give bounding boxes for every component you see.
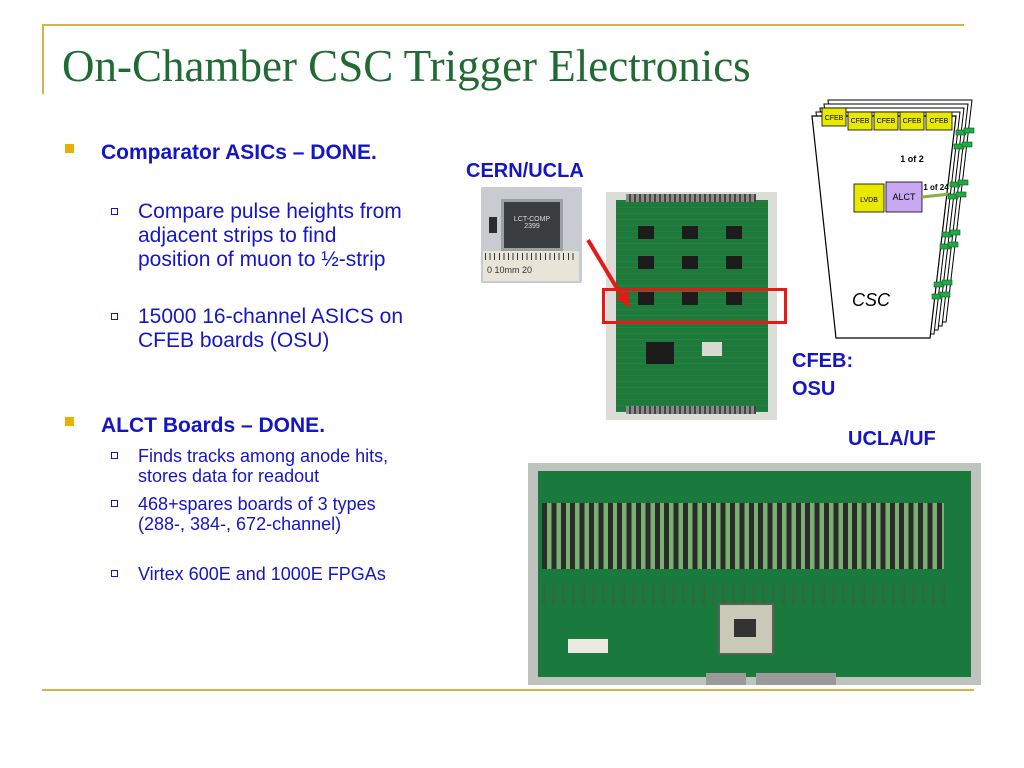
bullet-heading: ALCT Boards – DONE. [101,414,326,437]
alct-cable [921,192,951,199]
highlight-box [602,288,787,324]
cfeb-chip [638,292,654,305]
svg-text:CFEB: CFEB [825,115,844,122]
subbullet-text: 468+spares boards of 3 types (288-, 384-… [138,494,376,534]
subbullet-text: Compare pulse heights from adjacent stri… [138,200,402,271]
cfeb-fpga [646,342,674,364]
svg-text:ALCT: ALCT [892,192,916,202]
cfeb-top-connector [626,194,756,202]
caption-ucla-uf: UCLA/UF [848,428,936,450]
cfeb-box: CFEB [925,111,953,131]
one-of-two-label: 1 of 2 [900,154,924,164]
svg-text:LVDB: LVDB [860,197,878,204]
svg-text:CFEB: CFEB [903,118,922,125]
subbullet-text: Virtex 600E and 1000E FPGAs [138,564,386,584]
cfeb-label [702,342,722,356]
small-component [489,217,497,233]
cfeb-chip [638,256,654,269]
caption-osu: OSU [792,378,836,400]
svg-text:CFEB: CFEB [930,118,949,125]
cfeb-chip [638,226,654,239]
cfeb-chip [726,292,742,305]
subbullet-asics-count: 15000 16-channel ASICS on CFEB boards (O… [111,305,438,353]
subbullet-finds-tracks: Finds tracks among anode hits, stores da… [111,446,428,486]
chip-label-1: LCT-COMP [513,216,551,223]
alct-connector-row [542,503,944,569]
caption-cern-ucla: CERN/UCLA [466,160,584,182]
alct-traces [542,583,952,605]
csc-label: CSC [852,290,891,310]
bullet-marker [65,144,74,153]
ruler-ticks [485,253,577,260]
subbullet-marker [111,570,118,577]
side-connectors [931,127,975,300]
chip-label-2: 2399 [524,223,540,230]
comparator-asic-photo: LCT-COMP 2399 0 10mm 20 [481,187,582,283]
cfeb-board-photo [606,192,777,420]
subbullet-text: Finds tracks among anode hits, stores da… [138,446,389,486]
cfeb-box: CFEB [899,111,925,131]
asic-chip: LCT-COMP 2399 [501,199,563,251]
lvdb-box: LVDB [853,183,885,213]
cfeb-box: CFEB [873,111,899,131]
alct-board-photo [528,463,981,685]
subbullet-marker [111,313,118,320]
alct-bottom-connector [796,673,836,685]
cfeb-chip [726,256,742,269]
bullet-marker [65,417,74,426]
bullet-heading: Comparator ASICs – DONE. [101,141,377,164]
svg-text:CFEB: CFEB [877,118,896,125]
subbullet-marker [111,208,118,215]
alct-bottom-connector [756,673,796,685]
top-rule [42,24,964,26]
cfeb-box: CFEB [821,107,847,127]
alct-label [568,639,608,653]
cfeb-chip [682,256,698,269]
one-of-24-label: 1 of 24 [923,183,949,192]
subbullet-fpgas: Virtex 600E and 1000E FPGAs [111,564,398,584]
caption-cfeb: CFEB: [792,350,854,372]
slide-title: On-Chamber CSC Trigger Electronics [62,41,751,91]
csc-chamber-diagram: CFEB CFEB CFEB CFEB CFEB 1 of 2 LVDB ALC… [811,99,975,339]
subbullet-compare-pulse: Compare pulse heights from adjacent stri… [111,200,413,272]
svg-text:CFEB: CFEB [851,118,870,125]
bottom-rule [42,689,974,691]
alct-fpga [734,619,756,637]
ruler-scale: 0 10mm 20 [487,265,533,275]
cfeb-box: CFEB [847,111,873,131]
subbullet-board-types: 468+spares boards of 3 types (288-, 384-… [111,494,398,534]
subbullet-marker [111,500,118,507]
alct-bottom-connector [706,673,746,685]
subbullet-marker [111,452,118,459]
alct-box: ALCT [885,181,923,213]
bullet-alct-boards: ALCT Boards – DONE. [65,414,401,437]
cfeb-chip [726,226,742,239]
left-rule [42,24,44,94]
cfeb-chip [682,292,698,305]
cfeb-chip [682,226,698,239]
subbullet-text: 15000 16-channel ASICS on CFEB boards (O… [138,305,404,352]
bullet-comparator-asics: Comparator ASICs – DONE. [65,141,401,164]
cfeb-bottom-connector [626,406,756,414]
